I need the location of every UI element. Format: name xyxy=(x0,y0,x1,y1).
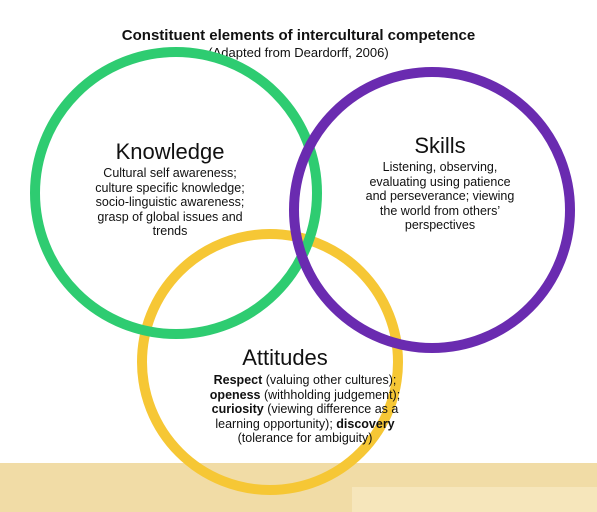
skills-line: perspectives xyxy=(404,218,476,232)
openess-desc: (withholding judgement); xyxy=(260,387,401,402)
attitudes-line: curiosity (viewing difference as a xyxy=(195,402,415,417)
learning-desc: learning opportunity); xyxy=(215,416,337,431)
attitudes-circle xyxy=(137,229,403,495)
skills-heading: Skills xyxy=(414,133,466,158)
diagram-subtitle: (Adapted from Deardorff, 2006) xyxy=(208,45,389,60)
skills-circle xyxy=(289,67,575,353)
knowledge-heading: Knowledge xyxy=(115,139,225,164)
curiosity-desc: (viewing difference as a xyxy=(263,402,399,416)
skills-line: evaluating using patience xyxy=(369,174,511,189)
attitudes-line: openess (withholding judgement); xyxy=(195,388,415,403)
discovery-term: discovery xyxy=(336,416,395,431)
openess-term: openess xyxy=(209,387,261,402)
attitudes-line: (tolerance for ambiguity) xyxy=(237,431,373,445)
attitudes-line: Respect (valuing other cultures); xyxy=(195,373,415,388)
curiosity-term: curiosity xyxy=(211,402,264,416)
knowledge-line: trends xyxy=(152,224,188,238)
attitudes-heading: Attitudes xyxy=(242,345,328,370)
respect-desc: (valuing other cultures); xyxy=(262,373,397,387)
skills-line: and perseverance; viewing xyxy=(365,189,515,203)
skills-text: Listening, observing, evaluating using p… xyxy=(340,160,540,233)
skills-line: Listening, observing, xyxy=(382,160,498,174)
respect-term: Respect xyxy=(213,373,263,387)
knowledge-line: culture specific knowledge; xyxy=(95,180,245,195)
knowledge-text: Cultural self awareness; culture specifi… xyxy=(70,166,270,239)
knowledge-circle xyxy=(30,47,322,339)
knowledge-line: grasp of global issues and xyxy=(97,209,243,224)
bottom-band-light xyxy=(352,487,597,512)
diagram-title: Constituent elements of intercultural co… xyxy=(121,27,476,44)
attitudes-text: Respect (valuing other cultures); openes… xyxy=(195,373,415,446)
knowledge-line: socio-linguistic awareness; xyxy=(95,195,245,209)
skills-line: the world from others’ xyxy=(379,203,501,218)
attitudes-line: learning opportunity); discovery xyxy=(195,417,415,432)
knowledge-line: Cultural self awareness; xyxy=(103,166,237,180)
